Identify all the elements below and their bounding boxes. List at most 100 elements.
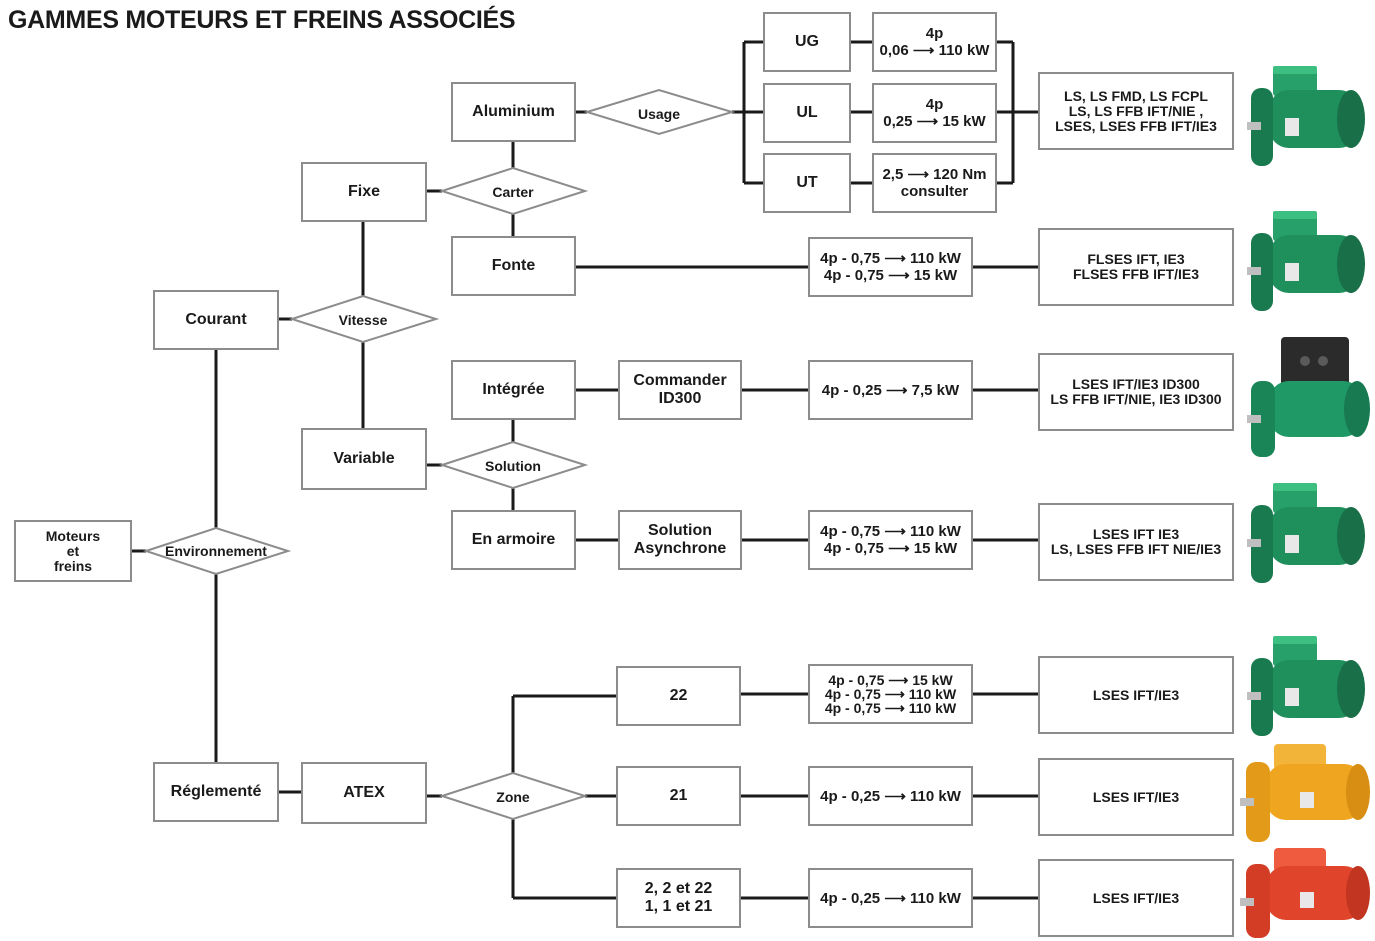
node-solution-async-line-2: Asynchrone [633,540,727,557]
range-ut: 2,5 ⟶ 120 Nm consulter [872,153,997,213]
range-ut-line-1: 2,5 ⟶ 120 Nm [882,166,987,183]
motor-drive-icon [1247,337,1370,457]
decision-carter [438,166,589,216]
range-ug: 4p 0,06 ⟶ 110 kW [872,12,997,72]
decision-zone [438,771,589,821]
range-zone-multi: 4p - 0,25 ⟶ 110 kW [808,868,973,928]
range-armoire-line-2: 4p - 0,75 ⟶ 15 kW [823,540,958,557]
node-ug-label: UG [795,33,819,50]
node-en-armoire: En armoire [451,510,576,570]
node-fonte-label: Fonte [491,257,536,274]
node-zone-22-label: 22 [669,687,688,704]
node-atex-label: ATEX [343,784,385,801]
decision-solution [438,440,589,490]
product-zone-multi-line-1: LSES IFT/IE3 [1092,889,1180,906]
node-integree-label: Intégrée [482,381,545,398]
node-integree: Intégrée [451,360,576,420]
node-ul: UL [763,83,851,143]
range-ul-line-1: 4p [925,96,944,113]
range-integree-line-1: 4p - 0,25 ⟶ 7,5 kW [821,381,960,399]
node-courant: Courant [153,290,279,350]
range-ut-line-2: consulter [900,183,969,200]
node-ut-label: UT [796,174,818,191]
product-aluminium: LS, LS FMD, LS FCPL LS, LS FFB IFT/NIE ,… [1038,72,1234,150]
range-zone-22-line-2: 4p - 0,75 ⟶ 110 kW [824,686,957,702]
node-aluminium: Aluminium [451,82,576,142]
decision-carter-label: Carter [492,184,534,200]
node-reglemente: Réglementé [153,762,279,822]
node-zone-22: 22 [616,666,741,726]
decision-usage [583,88,736,136]
page-title: GAMMES MOTEURS ET FREINS ASSOCIÉS [8,6,516,34]
range-zone-multi-line-1: 4p - 0,25 ⟶ 110 kW [820,889,961,907]
node-fonte: Fonte [451,236,576,296]
decision-vitesse [288,294,440,344]
range-ug-line-2: 0,06 ⟶ 110 kW [879,42,990,59]
node-reglemente-label: Réglementé [170,783,262,800]
motor-green-icon [1247,636,1365,736]
range-zone-22: 4p - 0,75 ⟶ 15 kW 4p - 0,75 ⟶ 110 kW 4p … [808,664,973,724]
product-fonte-line-2: FLSES FFB IFT/IE3 [1072,266,1199,282]
decision-zone-label: Zone [496,789,530,805]
product-zone-21-line-1: LSES IFT/IE3 [1092,788,1180,805]
decision-solution-label: Solution [485,458,541,474]
motor-yellow-icon [1240,744,1370,842]
range-integree: 4p - 0,25 ⟶ 7,5 kW [808,360,973,420]
range-armoire-line-1: 4p - 0,75 ⟶ 110 kW [820,523,961,540]
range-fonte-line-1: 4p - 0,75 ⟶ 110 kW [820,250,961,267]
range-zone-22-line-3: 4p - 0,75 ⟶ 110 kW [824,700,957,716]
product-fonte: FLSES IFT, IE3 FLSES FFB IFT/IE3 [1038,228,1234,306]
decision-usage-label: Usage [637,106,681,122]
product-aluminium-line-1: LS, LS FMD, LS FCPL [1064,87,1208,104]
node-atex: ATEX [301,762,427,824]
node-aluminium-label: Aluminium [472,103,555,120]
decision-environnement [142,526,292,576]
product-integree-line-1: LSES IFT/IE3 ID300 [1072,376,1200,392]
product-zone-multi: LSES IFT/IE3 [1038,859,1234,937]
range-armoire: 4p - 0,75 ⟶ 110 kW 4p - 0,75 ⟶ 15 kW [808,510,973,570]
product-fonte-line-1: FLSES IFT, IE3 [1087,251,1185,267]
node-commander-line-2: ID300 [658,390,702,407]
product-integree-line-2: LS FFB IFT/NIE, IE3 ID300 [1050,391,1222,407]
decision-environnement-label: Environnement [165,543,267,559]
node-commander-line-1: Commander [633,372,727,389]
node-variable: Variable [301,428,427,490]
node-zone-21: 21 [616,766,741,826]
node-variable-label: Variable [333,450,395,467]
product-zone-22: LSES IFT/IE3 [1038,656,1234,734]
range-ul-line-2: 0,25 ⟶ 15 kW [883,113,986,130]
product-zone-21: LSES IFT/IE3 [1038,758,1234,836]
root-node: Moteurs et freins [14,520,132,582]
root-line-1: Moteurs [45,527,101,544]
decision-vitesse-label: Vitesse [338,312,388,328]
product-aluminium-line-3: LSES, LSES FFB IFT/IE3 [1055,117,1217,134]
product-armoire: LSES IFT IE3 LS, LSES FFB IFT NIE/IE3 [1038,503,1234,581]
motor-green-icon [1247,211,1365,311]
root-line-3: freins [53,557,93,574]
node-courant-label: Courant [185,311,247,328]
node-ug: UG [763,12,851,72]
product-zone-22-line-1: LSES IFT/IE3 [1092,686,1180,703]
range-ul: 4p 0,25 ⟶ 15 kW [872,83,997,143]
range-zone-21: 4p - 0,25 ⟶ 110 kW [808,766,973,826]
root-line-2: et [66,542,80,559]
range-fonte: 4p - 0,75 ⟶ 110 kW 4p - 0,75 ⟶ 15 kW [808,237,973,297]
motor-red-icon [1240,848,1370,938]
node-zone-multi: 2, 2 et 22 1, 1 et 21 [616,868,741,928]
node-zone-multi-line-1: 2, 2 et 22 [644,880,713,897]
motor-green-icon [1247,483,1365,583]
motor-green-icon [1247,66,1365,166]
node-ul-label: UL [796,104,818,121]
product-armoire-line-2: LS, LSES FFB IFT NIE/IE3 [1050,541,1222,557]
node-zone-21-label: 21 [669,787,688,804]
node-en-armoire-label: En armoire [471,531,556,548]
node-zone-multi-line-2: 1, 1 et 21 [644,898,713,915]
node-solution-asynchrone: Solution Asynchrone [618,510,742,570]
range-ug-line-1: 4p [925,25,944,42]
node-fixe-label: Fixe [347,183,380,200]
node-fixe: Fixe [301,162,427,222]
range-zone-22-line-1: 4p - 0,75 ⟶ 15 kW [828,672,953,688]
range-fonte-line-2: 4p - 0,75 ⟶ 15 kW [823,267,958,284]
product-integree: LSES IFT/IE3 ID300 LS FFB IFT/NIE, IE3 I… [1038,353,1234,431]
